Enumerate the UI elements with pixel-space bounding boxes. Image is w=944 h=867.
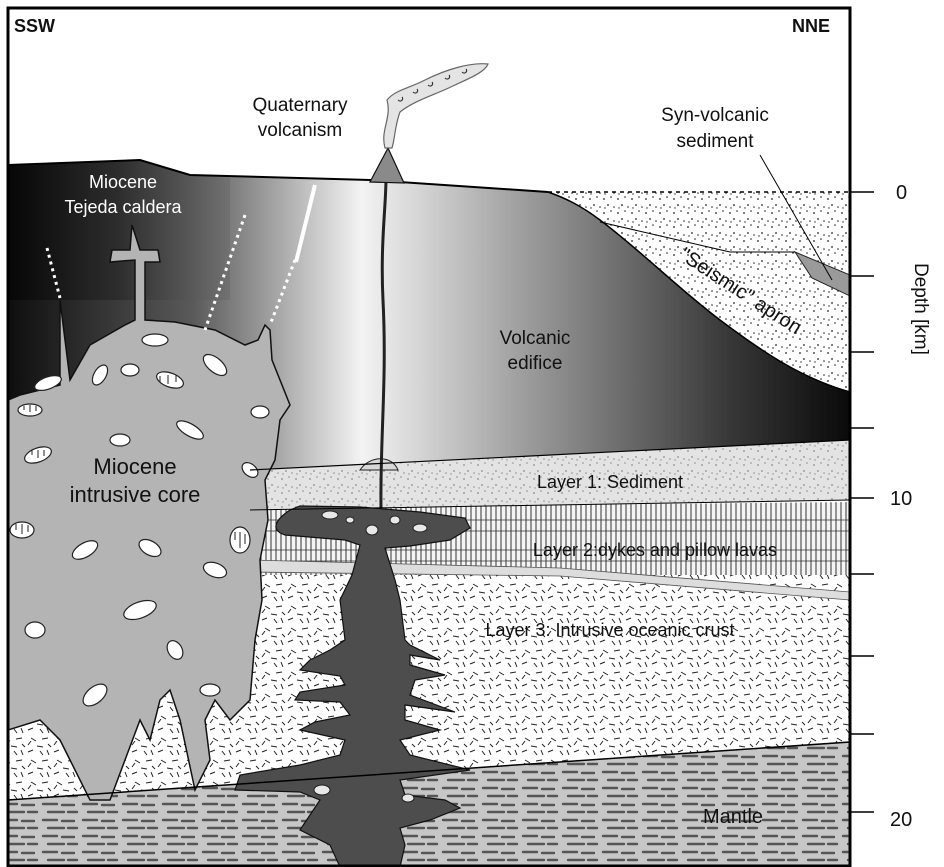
mantle-label: Mantle [703, 806, 763, 828]
orientation-left: SSW [14, 16, 55, 36]
depth-tick-label-0: 0 [896, 182, 907, 204]
quaternary-label-line2: volcanism [258, 120, 342, 141]
synvolcanic-label-line2: sediment [676, 131, 754, 152]
depth-axis-title: Depth [km] [910, 263, 931, 355]
layer3-label: Layer 3: Intrusive oceanic crust [485, 620, 734, 640]
quaternary-label-line1: Quaternary [252, 95, 348, 116]
depth-tick-label-10: 10 [890, 488, 912, 510]
caldera-label-line1: Miocene [89, 172, 157, 192]
layer1-label: Layer 1: Sediment [537, 472, 683, 492]
edifice-label-line2: edifice [508, 353, 563, 374]
core-label-line1: Miocene [93, 454, 176, 479]
layer2-label: Layer 2:dykes and pillow lavas [533, 540, 777, 560]
core-label-line2: intrusive core [70, 482, 201, 507]
caldera-label-line2: Tejeda caldera [64, 197, 182, 217]
depth-axis-ticks [850, 192, 874, 812]
edifice-label-line1: Volcanic [500, 328, 571, 349]
depth-tick-label-20: 20 [890, 809, 912, 831]
synvolcanic-label-line1: Syn-volcanic [661, 105, 769, 126]
orientation-right: NNE [792, 16, 830, 36]
